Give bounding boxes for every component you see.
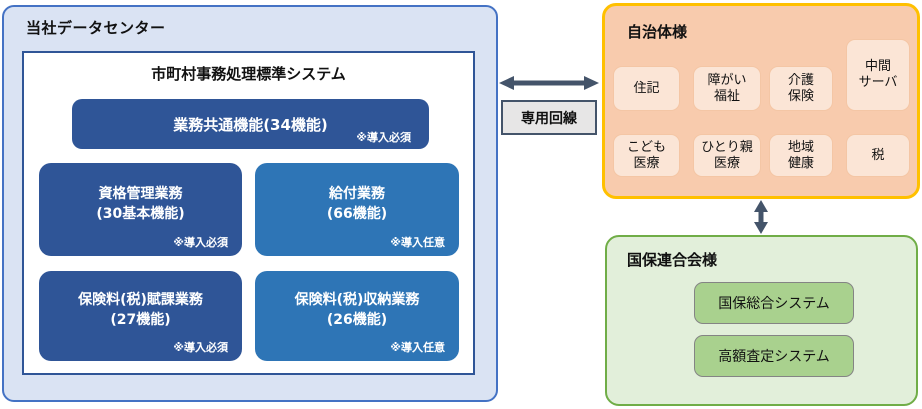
- standard-system-panel: 市町村事務処理標準システム 業務共通機能(34機能) ※導入必須 資格管理業務 …: [22, 51, 475, 375]
- municipality-system-juki: 住記: [613, 66, 680, 111]
- module-note: ※導入必須: [173, 341, 228, 354]
- module-box-benefits: 給付業務 (66機能) ※導入任意: [255, 163, 459, 256]
- municipality-system-single-parent-medical: ひとり親 医療: [693, 134, 761, 177]
- module-note: ※導入必須: [173, 236, 228, 249]
- module-label: 給付業務: [329, 185, 385, 202]
- module-label: 資格管理業務: [98, 185, 183, 202]
- module-sublabel: (30基本機能): [96, 205, 185, 222]
- module-sublabel: (26機能): [326, 312, 388, 328]
- municipality-system-tax: 税: [846, 134, 910, 177]
- dedicated-line-label: 専用回線: [501, 100, 597, 135]
- municipality-panel: 自治体様 住記 障がい 福祉 介護 保険 中間 サーバ こども 医療 ひとり親 …: [602, 3, 920, 199]
- municipality-system-child-medical: こども 医療: [613, 134, 680, 177]
- datacenter-panel: 当社データセンター 市町村事務処理標準システム 業務共通機能(34機能) ※導入…: [2, 5, 498, 402]
- municipality-system-disability-welfare: 障がい 福祉: [693, 66, 761, 111]
- common-functions-label: 業務共通機能(34機能): [173, 115, 328, 134]
- module-label: 保険料(税)収納業務: [294, 292, 420, 309]
- common-functions-box: 業務共通機能(34機能) ※導入必須: [72, 99, 429, 149]
- federation-system-kogaku-satei: 高額査定システム: [694, 335, 854, 377]
- federation-title: 国保連合会様: [627, 251, 718, 269]
- module-label: 保険料(税)賦課業務: [78, 292, 203, 309]
- dedicated-line-arrow: [499, 76, 599, 90]
- municipality-title: 自治体様: [627, 23, 688, 41]
- module-box-levy: 保険料(税)賦課業務 (27機能) ※導入必須: [39, 271, 242, 361]
- module-box-collection: 保険料(税)収納業務 (26機能) ※導入任意: [255, 271, 459, 361]
- federation-system-kokuho-sogo: 国保総合システム: [694, 282, 854, 324]
- module-sublabel: (27機能): [110, 312, 171, 328]
- module-sublabel: (66機能): [326, 205, 388, 222]
- common-functions-note: ※導入必須: [356, 131, 411, 144]
- municipality-system-nursing-insurance: 介護 保険: [769, 66, 833, 111]
- module-box-qualification: 資格管理業務 (30基本機能) ※導入必須: [39, 163, 242, 256]
- municipality-system-intermediate-server: 中間 サーバ: [846, 39, 910, 111]
- federation-panel: 国保連合会様 国保総合システム 高額査定システム: [605, 235, 918, 406]
- datacenter-title: 当社データセンター: [26, 19, 166, 37]
- module-note: ※導入任意: [390, 236, 445, 249]
- municipality-system-regional-health: 地域 健康: [769, 134, 833, 177]
- standard-system-title: 市町村事務処理標準システム: [151, 65, 346, 83]
- module-note: ※導入任意: [390, 341, 445, 354]
- federation-link-arrow: [754, 200, 768, 234]
